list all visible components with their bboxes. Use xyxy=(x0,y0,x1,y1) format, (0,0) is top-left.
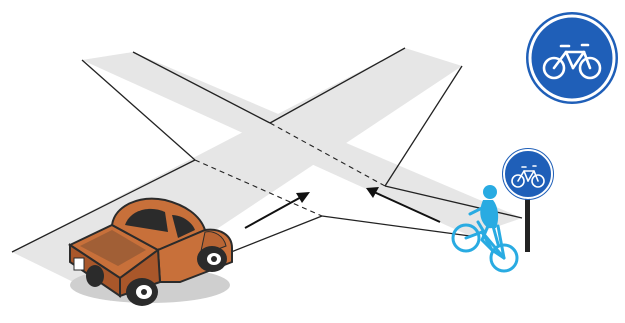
wheel-front xyxy=(197,246,227,272)
pickup-truck-icon xyxy=(67,197,233,306)
bicycle-path-sign-icon xyxy=(542,43,602,80)
crossing-dashes xyxy=(194,122,386,217)
post-sign xyxy=(502,148,554,252)
arrow-car-direction xyxy=(244,192,310,229)
cyclist-icon xyxy=(451,185,519,273)
bicycle-path-sign-icon xyxy=(511,165,545,188)
large-sign xyxy=(526,12,618,104)
arrow-cyclist-direction xyxy=(366,187,441,223)
wheel-rear xyxy=(126,278,158,306)
wheel-back-left xyxy=(86,265,104,287)
